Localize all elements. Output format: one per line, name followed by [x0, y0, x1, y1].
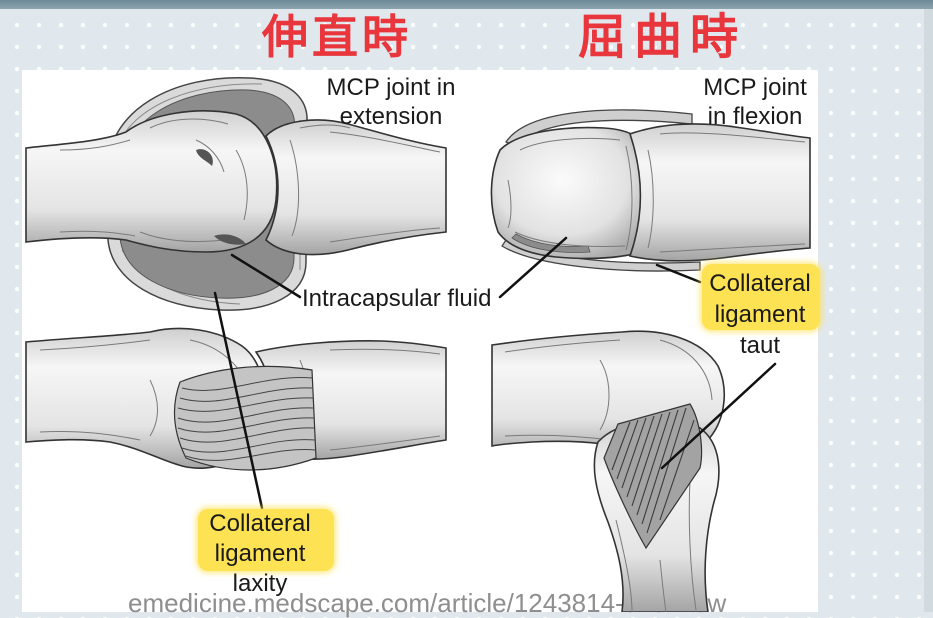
intracapsular-fluid-label: Intracapsular fluid	[302, 284, 502, 313]
metacarpal-shading	[504, 339, 713, 441]
slide-top-bar	[0, 0, 933, 9]
extension-title-line: MCP joint in	[326, 74, 456, 101]
intracapsular-fluid-text: Intracapsular fluid	[302, 285, 492, 312]
joint-capsule-top	[505, 109, 693, 147]
proximal-phalanx-bone	[265, 119, 447, 256]
leader-line-ligament-taut	[660, 362, 777, 470]
collateral-ligament-taut	[603, 403, 703, 550]
extension-title-line: extension	[339, 103, 443, 130]
phalanx-shading	[647, 132, 806, 253]
phalanx-shading	[615, 479, 697, 612]
leader-line-ligament-laxity	[213, 291, 264, 510]
metacarpal-shading	[59, 118, 248, 243]
phalanx-shading	[289, 124, 441, 243]
ligament-laxity-line: Collateral	[209, 510, 311, 537]
ligament-laxity-line: ligament	[214, 540, 306, 567]
extension-dorsal-view	[25, 76, 447, 311]
ligament-taut-label: Collateral ligament taut	[695, 268, 825, 361]
slide-right-edge	[924, 9, 933, 612]
ligament-taut-line: Collateral	[709, 270, 811, 297]
extension-title: MCP joint in extension	[316, 73, 466, 131]
proximal-phalanx-bone	[628, 123, 811, 262]
ligament-taut-line: ligament	[714, 301, 806, 328]
flexion-lateral-view	[491, 330, 725, 612]
flexion-dorsal-view	[490, 109, 811, 272]
leader-line-fluid-flexion	[498, 236, 568, 299]
collateral-ligament-lax	[174, 365, 317, 471]
highlight-taut-label	[702, 264, 820, 330]
flexion-title-line: in flexion	[707, 103, 803, 130]
leader-line-ligament-flexion-dorsal	[655, 263, 702, 284]
intracapsular-fluid	[511, 233, 591, 253]
taut-ligament-fibers	[611, 407, 695, 534]
flexion-header: 屈曲時	[578, 9, 747, 65]
ligament-taut-line: taut	[739, 332, 781, 359]
ligament-laxity-line: laxity	[232, 570, 288, 597]
ligament-laxity-label: Collateral ligament laxity	[195, 509, 325, 599]
metacarpal-shading	[507, 137, 633, 251]
flexion-title-line: MCP joint	[703, 74, 807, 101]
flexion-title: MCP joint in flexion	[690, 73, 820, 131]
metacarpal-shading	[39, 339, 246, 441]
metacarpal-bone	[25, 110, 278, 253]
extension-header: 伸直時	[262, 10, 412, 64]
extension-lateral-view	[25, 327, 447, 471]
leader-line-fluid-extension	[230, 253, 302, 299]
highlight-laxity-label	[198, 509, 334, 571]
leader-lines	[213, 236, 777, 510]
